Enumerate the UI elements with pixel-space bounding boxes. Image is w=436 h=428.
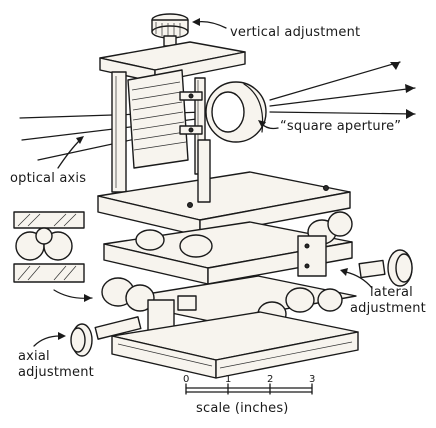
scale-tick-3: 3 [309,374,315,385]
scale-bar: 0 1 2 3 scale (inches) [183,374,315,416]
axial-adjustment-label: adjustment [18,365,94,380]
lateral-adjustment-label: adjustment [350,301,426,316]
lateral-label: lateral [370,285,413,300]
lateral-knob [358,249,413,287]
leader-arrows [33,18,373,347]
middle-stage [103,211,353,285]
scale-tick-2: 2 [267,374,273,385]
base-plate [111,311,359,379]
vertical-adjustment-label: vertical adjustment [230,25,360,40]
scale-tick-1: 1 [225,374,231,385]
optical-axis-label: optical axis [10,171,86,186]
axial-label: axial [18,349,50,364]
square-aperture-label: “square aperture” [280,119,401,134]
scale-tick-0: 0 [183,374,189,385]
upright-frame [99,13,267,193]
roller-section-inset [13,211,93,302]
axial-knob [70,316,142,357]
scale-caption: scale (inches) [196,401,289,416]
